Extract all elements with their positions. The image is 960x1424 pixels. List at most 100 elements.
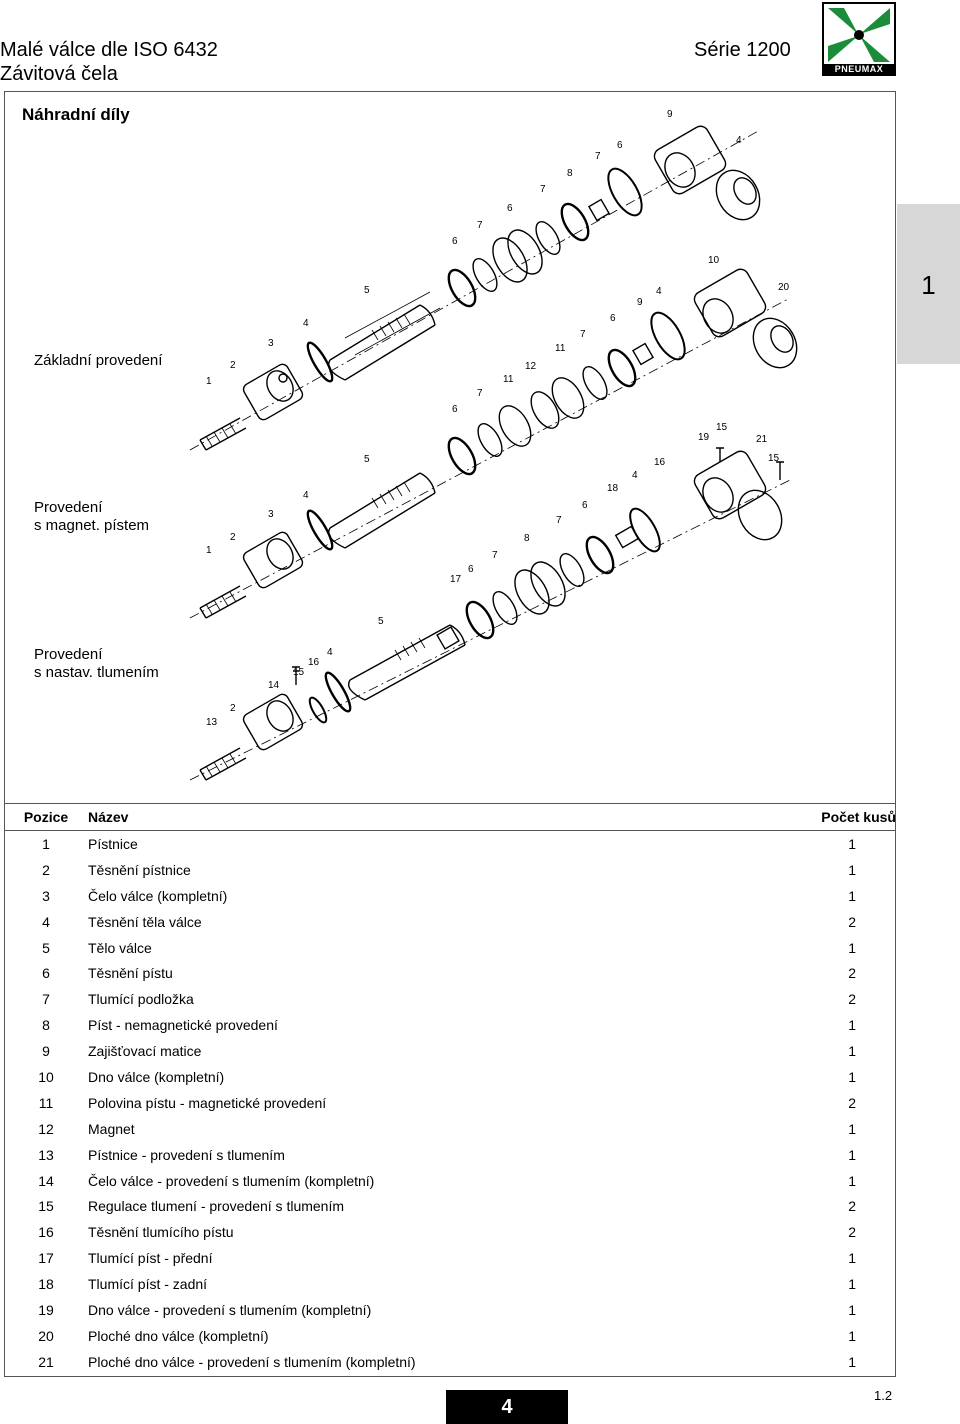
column-header-qty: Počet kusů xyxy=(776,803,896,831)
cell-qty: 1 xyxy=(848,1043,856,1060)
cell-position: 18 xyxy=(38,1276,54,1293)
callout: 4 xyxy=(632,470,638,481)
callout: 6 xyxy=(617,140,623,151)
callout: 4 xyxy=(736,135,742,146)
document-title: Malé válce dle ISO 6432 xyxy=(0,39,218,61)
cell-position: 10 xyxy=(38,1068,54,1085)
callout: 5 xyxy=(364,454,370,465)
logo-mark-icon xyxy=(828,8,890,62)
diagram-magnetic xyxy=(189,268,798,619)
cell-position: 13 xyxy=(38,1146,54,1163)
column-header-name: Název xyxy=(88,803,776,831)
callout: 7 xyxy=(477,388,483,399)
callout: 2 xyxy=(230,532,236,543)
callout: 2 xyxy=(230,703,236,714)
cell-qty: 1 xyxy=(848,1276,856,1293)
cell-qty: 2 xyxy=(848,913,856,930)
cell-qty: 1 xyxy=(848,1146,856,1163)
diagram-basic xyxy=(189,125,761,451)
cell-name: Tlumící podložka xyxy=(88,991,194,1008)
column-header-position: Pozice xyxy=(4,803,88,831)
chapter-tab: 1 xyxy=(897,204,960,364)
chapter-tab-number: 1 xyxy=(921,270,936,300)
cell-position: 9 xyxy=(42,1043,50,1060)
cell-qty: 1 xyxy=(848,1068,856,1085)
callout: 7 xyxy=(595,151,601,162)
content-frame xyxy=(4,91,896,1377)
callout: 2 xyxy=(230,360,236,371)
callout: 11 xyxy=(503,374,514,385)
callout: 1 xyxy=(206,545,212,556)
cell-position: 6 xyxy=(42,965,50,982)
cell-qty: 2 xyxy=(848,965,856,982)
cell-qty: 1 xyxy=(848,1017,856,1034)
variant-label-magnetic-1: Provedení xyxy=(34,499,103,516)
cell-qty: 1 xyxy=(848,1120,856,1137)
cell-qty: 2 xyxy=(848,1198,856,1215)
callout: 7 xyxy=(540,184,546,195)
callout: 7 xyxy=(556,515,562,526)
callout: 4 xyxy=(303,490,309,501)
cell-name: Zajišťovací matice xyxy=(88,1043,202,1060)
cell-position: 17 xyxy=(38,1250,54,1267)
cell-position: 16 xyxy=(38,1224,54,1241)
cell-qty: 2 xyxy=(848,1224,856,1241)
callout: 1 xyxy=(206,376,212,387)
callout: 4 xyxy=(327,647,333,658)
callout: 6 xyxy=(452,404,458,415)
callout: 6 xyxy=(468,564,474,575)
cell-name: Čelo válce - provedení s tlumením (kompl… xyxy=(88,1172,375,1189)
chapter-badge: 4 xyxy=(446,1390,568,1424)
callout: 16 xyxy=(654,457,666,468)
cell-position: 11 xyxy=(38,1094,54,1111)
diagram-cushioned xyxy=(189,447,791,781)
table-row: 16 Těsnění tlumícího pístu 2 xyxy=(4,1219,896,1245)
cell-position: 5 xyxy=(42,939,50,956)
callout: 11 xyxy=(555,343,566,354)
series-label: Série 1200 xyxy=(694,39,791,61)
cell-name: Magnet xyxy=(88,1120,135,1137)
cell-position: 8 xyxy=(42,1017,50,1034)
callout: 3 xyxy=(268,338,274,349)
callout: 15 xyxy=(768,453,780,464)
cell-qty: 1 xyxy=(848,939,856,956)
cell-name: Regulace tlumení - provedení s tlumením xyxy=(88,1198,345,1215)
table-row: 9 Zajišťovací matice 1 xyxy=(4,1038,896,1064)
callout: 16 xyxy=(308,657,320,668)
cell-name: Těsnění tlumícího pístu xyxy=(88,1224,234,1241)
cell-qty: 1 xyxy=(848,861,856,878)
cell-name: Dno válce - provedení s tlumením (komple… xyxy=(88,1301,372,1318)
callout: 7 xyxy=(492,550,498,561)
callout: 15 xyxy=(716,422,728,433)
callout: 8 xyxy=(567,168,573,179)
cell-name: Píst - nemagnetické provedení xyxy=(88,1017,278,1034)
callout: 5 xyxy=(378,616,384,627)
exploded-diagrams xyxy=(189,125,798,781)
document-subtitle: Závitová čela xyxy=(0,63,118,85)
table-header-row: Pozice Název Počet kusů xyxy=(4,803,896,831)
cell-position: 2 xyxy=(42,861,50,878)
callout: 9 xyxy=(637,297,643,308)
variant-label-cushioned-2: s nastav. tlumením xyxy=(34,664,159,681)
callout: 5 xyxy=(364,285,370,296)
callout: 8 xyxy=(524,533,530,544)
cell-name: Pístnice xyxy=(88,835,138,852)
cell-name: Ploché dno válce - provedení s tlumením … xyxy=(88,1353,416,1370)
cell-qty: 1 xyxy=(848,1301,856,1318)
callout: 10 xyxy=(708,255,720,266)
page-number: 1.2 xyxy=(874,1388,893,1403)
callout: 4 xyxy=(303,318,309,329)
callout: 6 xyxy=(610,313,616,324)
cell-position: 15 xyxy=(38,1198,54,1215)
